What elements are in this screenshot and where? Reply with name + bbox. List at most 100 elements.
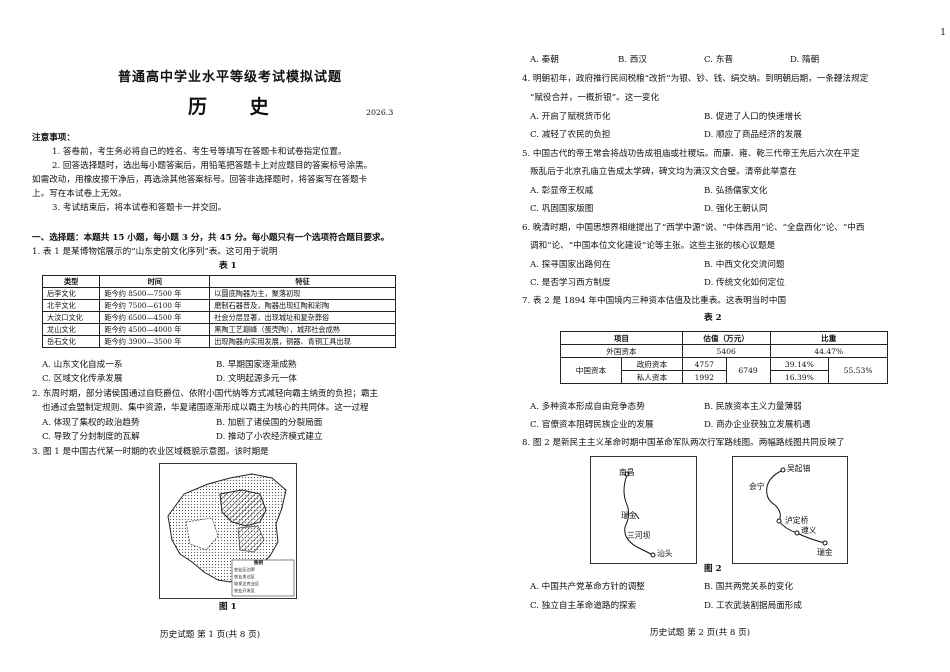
table-row: 大汶口文化 距今约 6500—4500 年 社会分层显著，出现城址和复杂葬俗 — [41, 311, 396, 324]
option-c[interactable]: C. 区域文化传承发展 — [42, 374, 123, 384]
table-header: 类型 — [41, 275, 101, 288]
notice-item: 上。写在本试卷上无效。 — [32, 189, 127, 199]
question-stem: “赋役合并，一概折银”。这一变化 — [530, 93, 660, 103]
table-cell: 出现陶器向实用发展，铜器、青铜工具出现 — [209, 335, 396, 348]
table-row: 北辛文化 距今约 7500—6100 年 磨制石器普及，陶器出现红陶和彩陶 — [41, 299, 396, 312]
option-d[interactable]: D. 传统文化如何定位 — [704, 278, 785, 288]
legend-item: 农业发达区 — [234, 574, 255, 579]
option-d[interactable]: D. 商办企业获独立发展机遇 — [704, 420, 811, 430]
table-row: 私人资本 1992 16.39% — [561, 370, 888, 384]
table-cell: 距今约 8500—7500 年 — [99, 287, 211, 300]
table-cell: 1992 — [681, 370, 727, 384]
table-title: 表 2 — [704, 313, 722, 323]
table-cell: 6749 — [725, 357, 771, 384]
table-row: 外国资本 5406 44.47% — [560, 344, 888, 358]
table-header-row: 类型 时间 特征 — [41, 275, 396, 288]
legend-item: 农业区边界 — [234, 567, 255, 572]
table-cell: 私人资本 — [620, 370, 683, 384]
table-cell: 龙山文化 — [41, 323, 101, 336]
option-c[interactable]: C. 东晋 — [704, 55, 733, 65]
option-d[interactable]: D. 隋朝 — [790, 55, 820, 65]
option-c[interactable]: C. 导致了分封制度的瓦解 — [42, 432, 140, 442]
table-title: 表 1 — [219, 261, 237, 271]
capital-table: 项目 估值（万元） 比重 外国资本 5406 44.47% 中国资本 政府资本 … — [560, 331, 888, 384]
option-c[interactable]: C. 是否学习西方制度 — [530, 278, 611, 288]
place-label: 泸定桥 — [785, 516, 809, 525]
table-header: 项目 — [560, 331, 683, 345]
table-cell: 政府资本 — [620, 357, 683, 371]
option-d[interactable]: D. 推动了小农经济模式建立 — [216, 432, 323, 442]
option-c[interactable]: C. 巩固国家版图 — [530, 204, 594, 214]
page-footer: 历史试题 第 2 页(共 8 页) — [650, 628, 751, 638]
place-label: 汕头 — [657, 549, 673, 558]
left-page: 普通高中学业水平等级考试模拟试题 历 史 2026.3 注意事项： 1. 答卷前… — [32, 70, 396, 640]
route-map-a: 南昌 瑞金 三河坝 汕头 — [590, 456, 697, 564]
place-label: 三河坝 — [627, 531, 651, 540]
option-b[interactable]: B. 促进了人口的快速增长 — [704, 112, 802, 122]
table-cell: 39.14% — [769, 357, 830, 371]
place-label: 瑞金 — [817, 548, 833, 557]
legend-item: 农业开发区 — [234, 588, 255, 593]
table-cell: 55.53% — [828, 357, 888, 384]
china-map-graphic — [167, 473, 295, 597]
table-cell: 距今约 6500—4500 年 — [99, 311, 211, 324]
notice-item: 如需改动，用橡皮擦干净后，再选涂其他答案标号。回答非选择题时，将答案写在答题卡 — [32, 175, 368, 185]
option-d[interactable]: D. 工农武装割据局面形成 — [704, 601, 802, 611]
right-page: A. 秦朝 B. 西汉 C. 东晋 D. 隋朝 4. 明朝初年，政府推行民间税粮… — [500, 0, 950, 672]
route-map-b-graphic — [766, 467, 828, 546]
option-a[interactable]: A. 彰显帝王权威 — [530, 186, 594, 196]
table-cell: 社会分层显著，出现城址和复杂葬俗 — [209, 311, 396, 324]
table-cell: 中国资本 — [560, 357, 622, 384]
option-a[interactable]: A. 中国共产党革命方针的调整 — [530, 582, 645, 592]
question-stem: 调和”论、“中国本位文化建设”论等主张。这些主张的核心议题是 — [530, 241, 776, 251]
option-a[interactable]: A. 秦朝 — [530, 55, 559, 65]
option-d[interactable]: D. 顺应了商品经济的发展 — [704, 130, 802, 140]
table-cell: 44.47% — [769, 344, 888, 358]
option-d[interactable]: D. 强化王朝认同 — [704, 204, 768, 214]
option-c[interactable]: C. 官僚资本阻碍民族企业的发展 — [530, 420, 654, 430]
question-stem: 2. 东周时期，部分诸侯国通过自贬爵位、依附小国代纳等方式减轻向霸主纳贡的负担；… — [32, 389, 379, 399]
table-cell: 外国资本 — [560, 344, 683, 358]
route-map-b: 吴起镇 会宁 泸定桥 遵义 瑞金 — [732, 456, 848, 564]
table-cell: 黑陶工艺巅峰（蛋壳陶），城邦社会成熟 — [209, 323, 396, 336]
place-label: 吴起镇 — [787, 464, 811, 473]
option-c[interactable]: C. 减轻了农民的负担 — [530, 130, 611, 140]
legend-item: 较发达农业区 — [234, 581, 260, 586]
table-cell: 4757 — [681, 357, 727, 371]
option-b[interactable]: B. 民族资本主义力量薄弱 — [704, 402, 802, 412]
option-b[interactable]: B. 国共两党关系的变化 — [704, 582, 794, 592]
question-stem: 8. 图 2 是新民主主义革命时期中国革命军队两次行军路线图。两幅路线图共同反映… — [522, 438, 845, 448]
option-b[interactable]: B. 弘扬儒家文化 — [704, 186, 768, 196]
option-b[interactable]: B. 西汉 — [618, 55, 647, 65]
option-a[interactable]: A. 多种资本形成自由竞争态势 — [530, 402, 645, 412]
option-b[interactable]: B. 加剧了诸侯国的分裂局面 — [216, 418, 323, 428]
notice-heading: 注意事项： — [32, 133, 75, 143]
option-b[interactable]: B. 中西文化交流问题 — [704, 260, 785, 270]
option-c[interactable]: C. 独立自主革命道路的探索 — [530, 601, 637, 611]
table-cell: 北辛文化 — [41, 299, 101, 312]
question-stem: 5. 中国古代的帝王常会将战功告成祖庙或社稷坛。而康、雍、乾三代帝王先后六次在平… — [522, 149, 860, 159]
table-header: 比重 — [769, 331, 888, 345]
table-cell: 后李文化 — [41, 287, 101, 300]
table-cell: 岳石文化 — [41, 335, 101, 348]
notice-item: 2. 回答选择题时，选出每小题答案后，用铅笔把答题卡上对应题目的答案标号涂黑。 — [52, 161, 373, 171]
exam-subject: 历 史 — [188, 96, 287, 118]
table-row: 后李文化 距今约 8500—7500 年 以圜底陶器为主，聚落初现 — [41, 287, 396, 300]
option-a[interactable]: A. 体现了集权的政治趋势 — [42, 418, 140, 428]
table-row: 中国资本 政府资本 4757 6749 39.14% 55.53% — [560, 357, 888, 384]
option-a[interactable]: A. 开启了赋税货币化 — [530, 112, 611, 122]
figure-caption: 图 1 — [219, 602, 237, 612]
table-cell: 距今约 4500—4000 年 — [99, 323, 211, 336]
legend-title: 图例 — [254, 561, 264, 566]
table-header: 估值（万元） — [681, 331, 771, 345]
question-stem: 6. 晚清时期，中国思想界相继提出了“西学中源”说、“中体西用”论、“全盘西化”… — [522, 223, 865, 233]
table-cell: 距今约 7500—6100 年 — [99, 299, 211, 312]
option-d[interactable]: D. 文明起源多元一体 — [216, 374, 297, 384]
option-b[interactable]: B. 早期国家逐渐成熟 — [216, 360, 297, 370]
question-stem: 7. 表 2 是 1894 年中国境内三种资本估值及比重表。这表明当时中国 — [522, 296, 787, 306]
option-a[interactable]: A. 探寻国家出路何在 — [530, 260, 611, 270]
notice-item: 1. 答卷前，考生务必将自己的姓名、考生号等填写在答题卡和试卷指定位置。 — [52, 147, 347, 157]
culture-table: 类型 时间 特征 后李文化 距今约 8500—7500 年 以圜底陶器为主，聚落… — [41, 275, 396, 348]
option-a[interactable]: A. 山东文化自成一系 — [42, 360, 123, 370]
table-cell: 大汶口文化 — [41, 311, 101, 324]
